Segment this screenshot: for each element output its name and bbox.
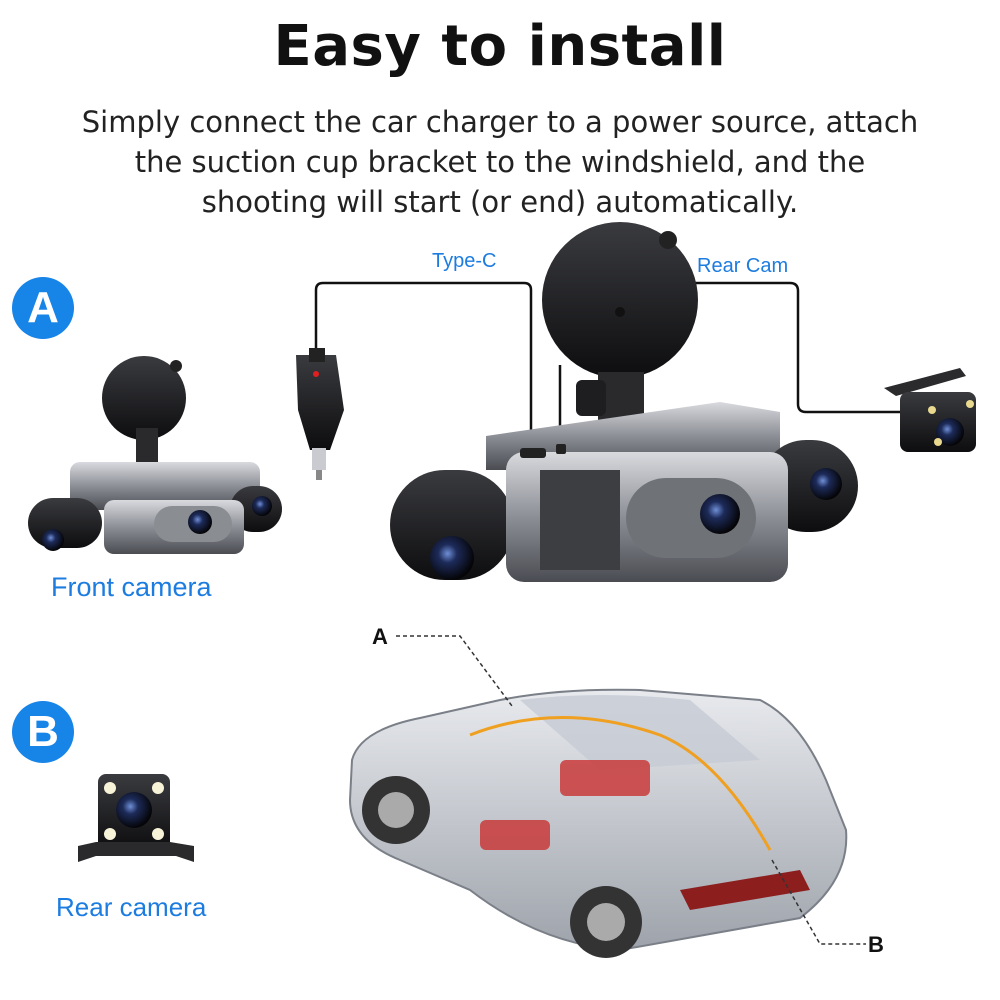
subtitle-line: Simply connect the car charger to a powe… <box>81 105 919 139</box>
callout-b-label: B <box>868 932 884 957</box>
rear-camera-icon <box>78 774 194 862</box>
subtitle-line: the suction cup bracket to the windshiel… <box>134 145 866 179</box>
type-c-label: Type-C <box>432 250 497 272</box>
badge-b: B <box>12 701 74 763</box>
rear-cam-icon-top <box>884 368 976 452</box>
rear-cam-label: Rear Cam <box>697 255 789 277</box>
page-title: Easy to install <box>273 14 727 79</box>
car-charger-icon <box>296 348 344 480</box>
rear-camera-caption: Rear camera <box>56 892 207 922</box>
car-cutaway-icon <box>348 688 848 958</box>
callout-a-label: A <box>372 624 388 649</box>
subtitle-line: shooting will start (or end) automatical… <box>201 185 799 219</box>
badge-a: A <box>12 277 74 339</box>
large-dashcam-icon <box>390 222 858 582</box>
front-camera-caption: Front camera <box>51 572 212 602</box>
small-dashcam-icon <box>28 356 282 554</box>
page-subtitle: Simply connect the car charger to a powe… <box>60 102 940 222</box>
